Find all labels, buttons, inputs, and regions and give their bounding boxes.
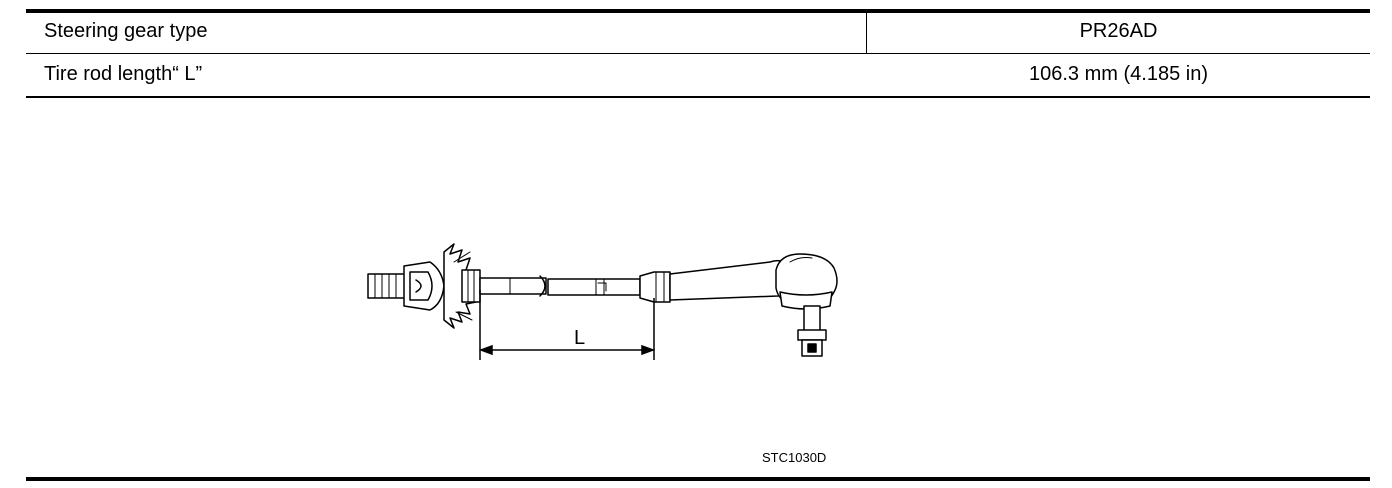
dimension-arrow-left [478, 344, 493, 356]
steering-gear-type-value: PR26AD [1079, 20, 1158, 42]
tie-rod-length-value: 106.3 mm (4.185 in) [1029, 63, 1208, 85]
ball-stud [803, 305, 821, 333]
dimension-arrow-right [641, 344, 656, 356]
table-row-divider [26, 53, 1370, 54]
lock-nut [639, 271, 671, 303]
steering-gear-type-label: Steering gear type [44, 20, 208, 42]
page-bottom-rule [26, 477, 1370, 481]
table-top-rule [26, 9, 1370, 13]
dimension-label-l: L [574, 327, 585, 349]
inner-rod [479, 277, 547, 295]
adjusting-rod [547, 278, 641, 296]
tie-rod-length-label: Tire rod length“ L” [44, 63, 203, 85]
inner-thread-end [367, 273, 407, 299]
figure-code: STC1030D [762, 450, 827, 465]
table-bottom-rule [26, 96, 1370, 98]
table-column-divider [866, 13, 867, 53]
